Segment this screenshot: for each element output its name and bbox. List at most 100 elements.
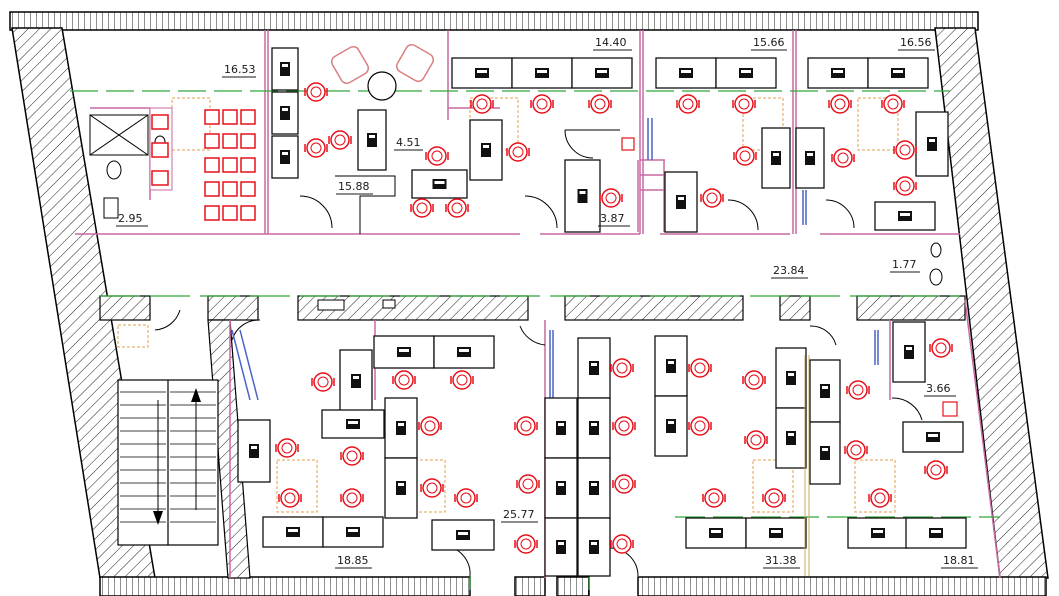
area-label-r1: 16.53 [224,63,256,76]
desk [271,47,299,91]
desk [322,516,384,548]
meeting-chair [222,133,238,149]
office-chair [311,372,335,392]
desk [915,111,949,177]
meeting-chair [204,109,220,125]
meeting-chair [204,181,220,197]
desk [564,159,601,233]
desk [655,57,717,89]
desk [715,57,777,89]
meeting-chair [222,157,238,173]
area-label-r15: 18.81 [943,554,975,567]
desk [384,397,418,459]
armchair [330,45,370,85]
desk [271,135,299,179]
meeting-chair [222,205,238,221]
meeting-chair [240,133,256,149]
office-chair [340,446,364,466]
office-chair [454,488,478,508]
lounge [330,43,435,101]
desk [544,397,578,459]
meeting-chairs [151,109,256,221]
office-chair [844,440,868,460]
doors [154,129,923,577]
sink-icon-3 [929,268,943,286]
office-chair [881,94,905,114]
meeting-chair [222,181,238,197]
desk [809,359,841,423]
bottom-wall-4 [637,576,1047,596]
top-wall [9,11,979,31]
meeting-chair [151,170,169,186]
area-label-r13: 18.85 [337,554,369,567]
area-label-r9: 23.84 [773,264,805,277]
switches [621,137,958,417]
area-label-r11: 3.66 [926,382,951,395]
stairwell [117,379,219,546]
desks [237,47,967,577]
office-chair [418,416,442,436]
office-chair [893,176,917,196]
office-chair [599,188,623,208]
office-chair [304,138,328,158]
office-chair [732,94,756,114]
meeting-chair [240,157,256,173]
desk [654,335,688,397]
desk [654,395,688,457]
office-chair [828,94,852,114]
area-label-r4: 16.56 [900,36,932,49]
office-chair [275,438,299,458]
desk [357,109,387,171]
desk [262,516,324,548]
toilet-icon [106,160,122,180]
area-label-r2: 14.40 [595,36,627,49]
area-label-r6: 15.88 [338,180,370,193]
desk [577,517,611,577]
desk [905,517,967,549]
office-chair [514,534,538,554]
desk [511,57,573,89]
corridor-wall-left [99,295,151,321]
meeting-chair [151,114,169,130]
stair-down-arrow [153,511,163,525]
desk [775,407,807,469]
meeting-chair [151,142,169,158]
desk [685,517,747,549]
office-chair [278,488,302,508]
area-labels: 16.53 14.40 15.66 16.56 4.51 15.88 2.95 … [116,36,978,569]
bottom-wall-1 [99,576,471,596]
area-label-r3: 15.66 [753,36,785,49]
office-chair [340,488,364,508]
office-chair [425,146,449,166]
office-chair [700,188,724,208]
office-chair [831,148,855,168]
meeting-chair [204,133,220,149]
vent-2 [382,299,396,309]
desk [867,57,929,89]
office-chair [328,130,352,150]
corridor-wall-d [779,295,811,321]
corridor-wall-e [856,295,966,321]
office-chair [612,474,636,494]
office-chair [530,94,554,114]
office-chair [762,488,786,508]
office-chair [610,358,634,378]
office-chair [420,478,444,498]
office-chair [688,358,712,378]
vent-1 [317,299,345,311]
desk [795,127,825,189]
office-chair [612,416,636,436]
shelving [804,355,810,576]
guide-lines [70,90,1000,590]
meeting-chair [204,205,220,221]
desk [874,201,936,231]
area-label-r14: 31.38 [765,554,797,567]
desk [571,57,633,89]
desk [411,169,468,199]
desk [339,349,373,413]
meeting-chair [222,109,238,125]
office-chair [676,94,700,114]
office-chair [742,370,766,390]
meeting-chair [204,157,220,173]
